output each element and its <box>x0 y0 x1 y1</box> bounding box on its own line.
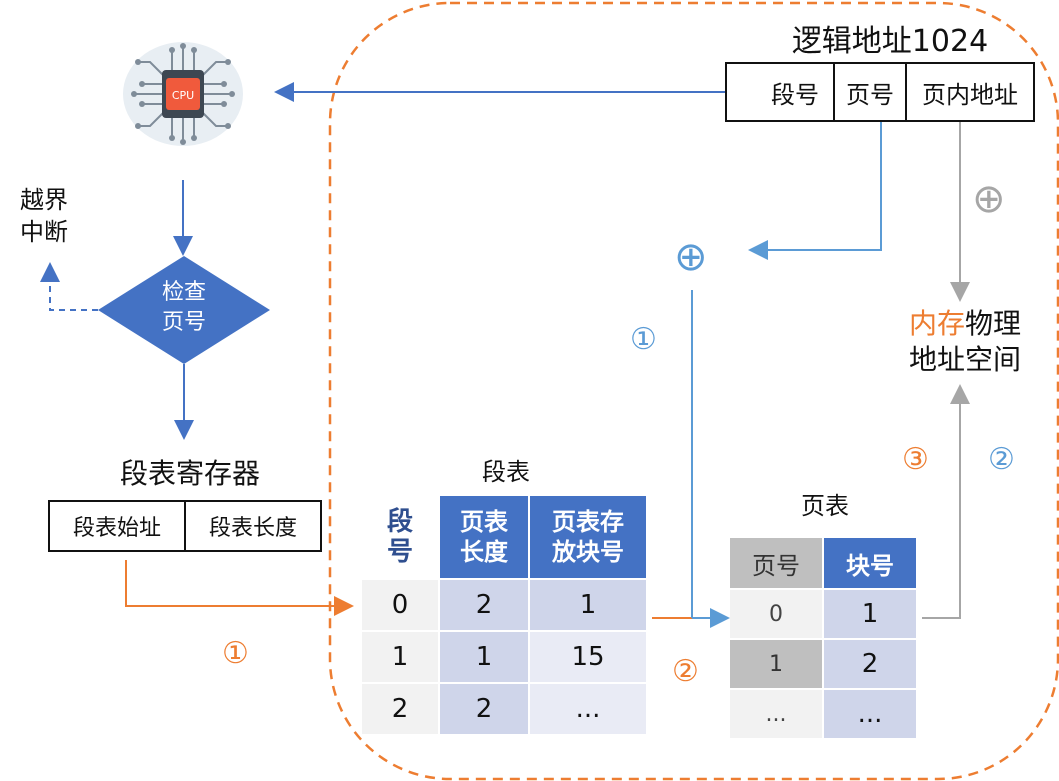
out-of-bounds-interrupt: 越界 中断 <box>20 184 68 248</box>
interrupt-line1: 越界 <box>20 186 68 214</box>
table-row: 0 1 <box>730 590 916 638</box>
interrupt-line2: 中断 <box>20 218 68 246</box>
memory-label-line2: 地址空间 <box>908 343 1021 376</box>
step-marker-blue-1: ① <box>630 322 657 357</box>
seg-header-segment: 段号 <box>362 496 438 578</box>
address-translation-boundary <box>328 1 1059 781</box>
table-row: 1 1 15 <box>362 632 646 682</box>
field-segment-number: 段号 <box>727 64 835 120</box>
adder-icon: ⊕ <box>674 234 708 280</box>
step-marker-orange-3: ③ <box>902 442 929 477</box>
adder-icon-gray: ⊕ <box>972 176 1006 222</box>
table-row: ... ... <box>730 690 916 738</box>
page-header-block-number: 块号 <box>824 538 916 588</box>
segment-table-base: 段表始址 <box>50 502 186 550</box>
memory-label-part2: 物理 <box>965 307 1022 340</box>
page-table: 页号 块号 0 1 1 2 ... ... <box>728 536 918 740</box>
segment-table-length: 段表长度 <box>208 516 297 541</box>
field-page-offset: 页内地址 <box>922 80 1018 109</box>
table-row: 2 2 ... <box>362 684 646 734</box>
memory-label-part1: 内存 <box>908 307 965 340</box>
table-row: 0 2 1 <box>362 580 646 630</box>
step-marker-orange-1: ① <box>222 636 249 671</box>
segment-table-register: 段表始址 段表长度 <box>48 500 322 552</box>
cpu-label: CPU <box>172 89 194 102</box>
seg-header-pt-length: 页表长度 <box>440 496 528 578</box>
check-page-number-label: 检查 页号 <box>161 280 206 335</box>
check-page-number-diamond <box>98 256 270 364</box>
logical-address-title: 逻辑地址1024 <box>791 24 989 59</box>
segment-table: 段号 页表长度 页表存放块号 0 2 1 1 1 15 2 2 ... <box>360 494 648 736</box>
cpu-icon: CPU <box>120 38 246 150</box>
table-row: 1 2 <box>730 640 916 688</box>
seg-header-pt-block: 页表存放块号 <box>530 496 646 578</box>
step-marker-orange-2: ② <box>672 654 699 689</box>
step-marker-blue-2: ② <box>988 442 1015 477</box>
field-page-number: 页号 <box>835 64 907 120</box>
logical-address-box: 段号 页号 页内地址 <box>725 62 1035 122</box>
physical-memory-space: 内存物理 地址空间 <box>900 306 1030 378</box>
page-header-page-number: 页号 <box>730 538 822 588</box>
segment-table-register-title: 段表寄存器 <box>119 457 260 490</box>
segment-table-title: 段表 <box>482 458 530 486</box>
page-table-title: 页表 <box>801 492 849 520</box>
